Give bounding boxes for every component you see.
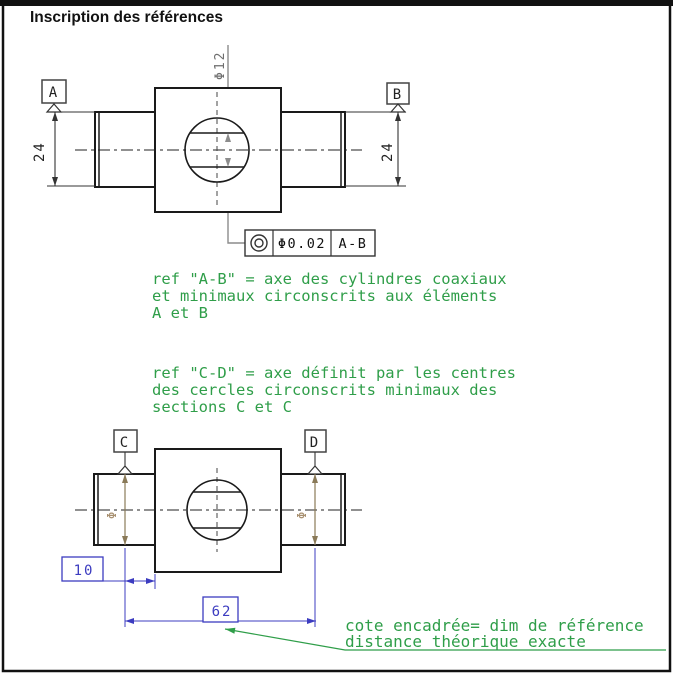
diameter-symbol-right: Φ — [295, 512, 309, 519]
dim-arrow — [312, 536, 318, 545]
datum-c-label: C — [120, 435, 130, 451]
top-drawing: Φ12 A 24 — [32, 45, 410, 257]
page-title: Inscription des références — [30, 9, 223, 26]
datum-d-triangle — [306, 465, 324, 475]
dim-10-value: 10 — [74, 563, 95, 579]
note-cd-line3: sections C et C — [152, 398, 292, 416]
dim-62-value: 62 — [212, 604, 233, 620]
note-leader-arrow — [225, 627, 236, 634]
dim-arrow — [125, 618, 134, 624]
dim-24-left: 24 — [32, 111, 95, 187]
dim-arrow — [52, 177, 58, 186]
feature-control-frame: Φ0.02 A-B — [244, 229, 376, 257]
note-cd: ref "C-D" = axe définit par les centres … — [152, 364, 516, 416]
dim-arrow — [312, 474, 318, 483]
hole-dim-arrow-up — [225, 133, 231, 142]
hole-diameter-label: Φ12 — [213, 51, 228, 80]
dim-arrow — [122, 536, 128, 545]
datum-d-label: D — [310, 435, 320, 451]
note-framed-line2: distance théorique exacte — [345, 632, 586, 651]
dim-arrow — [395, 112, 401, 121]
dim-arrow — [395, 177, 401, 186]
note-leader-line — [224, 628, 666, 651]
dim-arrow — [122, 474, 128, 483]
datum-b-label: B — [393, 87, 403, 103]
dim-10-frame — [61, 556, 104, 582]
concentricity-icon — [250, 234, 268, 252]
note-cd-line1: ref "C-D" = axe définit par les centres — [152, 364, 516, 382]
datum-d: D Φ — [295, 429, 327, 545]
diameter-symbol-left: Φ — [105, 512, 119, 519]
dim-arrow — [146, 578, 155, 584]
bottom-drawing: C Φ D Φ 10 — [61, 429, 362, 627]
datum-c: C Φ — [105, 429, 138, 545]
datum-a-label: A — [49, 85, 59, 101]
fcf-datum-ref: A-B — [339, 236, 368, 252]
hole-dim-arrow-down — [225, 158, 231, 167]
note-ab-line2: et minimaux circonscrits aux éléments — [152, 287, 497, 305]
dim-arrow — [307, 618, 316, 624]
dim-24-left-value: 24 — [32, 141, 48, 162]
dim-62: 62 — [125, 548, 316, 627]
datum-a-triangle — [45, 103, 63, 113]
note-ab: ref "A-B" = axe des cylindres coaxiaux e… — [152, 270, 507, 322]
datum-a: A — [41, 79, 67, 113]
note-ab-line1: ref "A-B" = axe des cylindres coaxiaux — [152, 270, 507, 288]
fcf-tolerance: Φ0.02 — [278, 236, 326, 252]
note-framed-dim: cote encadrée= dim de référence distance… — [224, 616, 666, 651]
note-cd-line2: des cercles circonscrits minimaux des — [152, 381, 497, 399]
dim-24-right-value: 24 — [380, 141, 396, 162]
dim-arrow — [125, 578, 134, 584]
dim-arrow — [52, 112, 58, 121]
datum-b: B — [386, 82, 410, 113]
dim-10: 10 — [61, 548, 156, 627]
bore-circle — [186, 479, 248, 541]
note-ab-line3: A et B — [152, 304, 208, 322]
datum-c-triangle — [116, 465, 134, 475]
dim-24-right: 24 — [345, 111, 406, 187]
datum-b-triangle — [389, 103, 407, 113]
note-framed-line1: cote encadrée= dim de référence — [345, 616, 644, 635]
bore-circle — [184, 117, 250, 183]
dim-62-frame — [202, 596, 239, 623]
